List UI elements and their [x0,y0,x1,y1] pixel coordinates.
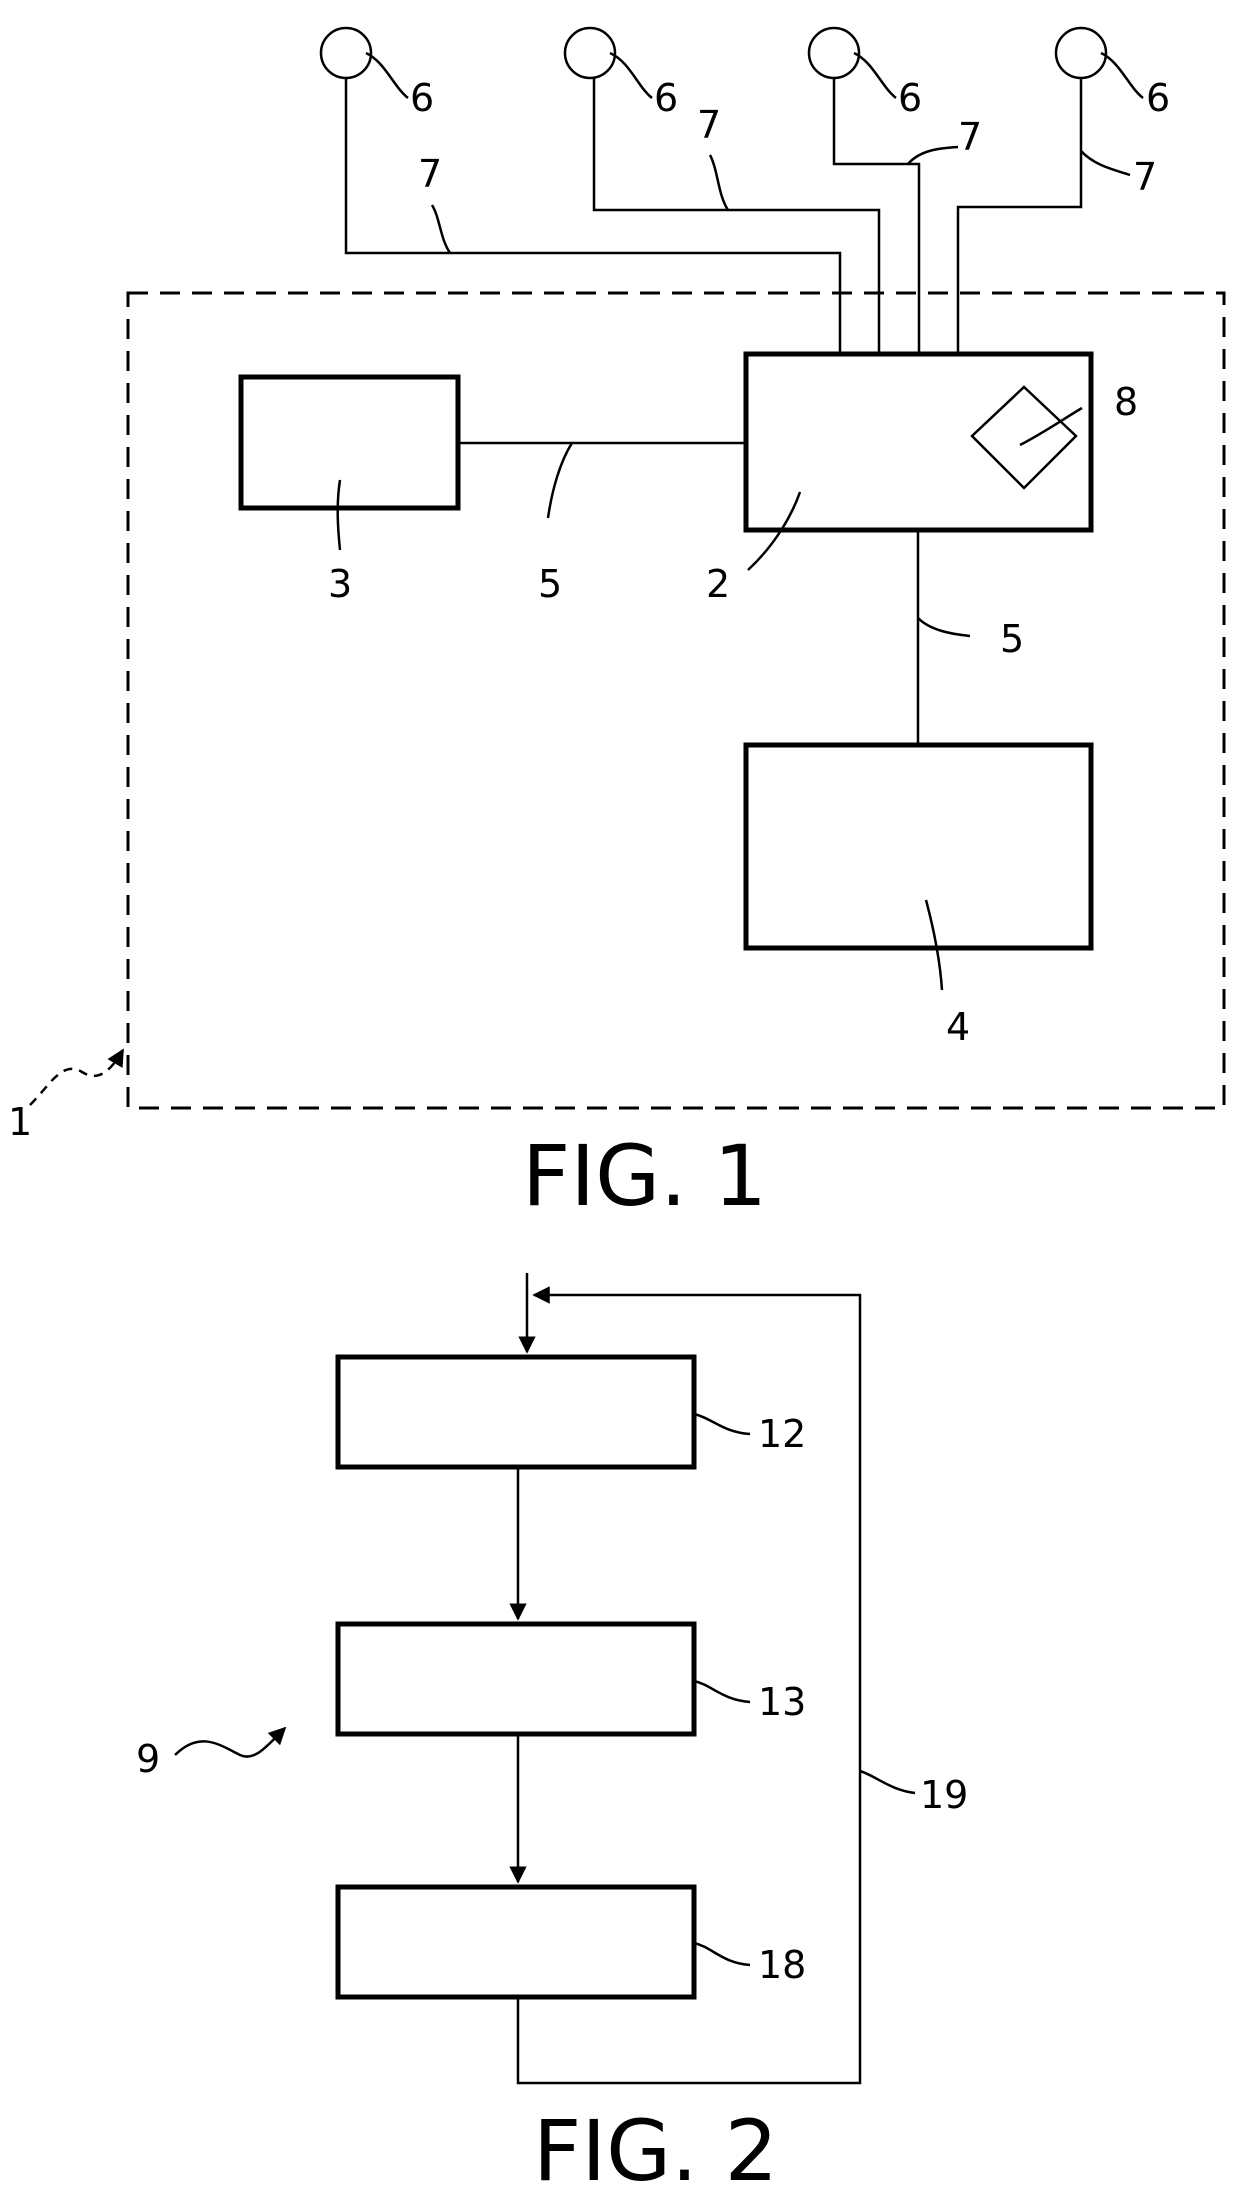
ref-7: 7 [1133,155,1157,199]
leader [694,1681,750,1702]
figure-2-title: FIG. 2 [533,2102,778,2196]
system-boundary [128,293,1224,1108]
leader [926,900,942,990]
feedback-loop [518,1295,860,2083]
ref-2: 2 [706,562,730,606]
leader [548,443,572,518]
method-pointer [175,1728,285,1757]
leader [694,1943,750,1965]
leader [694,1414,750,1434]
ref-12: 12 [758,1412,806,1456]
leader [1081,151,1130,175]
leader [918,618,970,636]
ref-6: 6 [410,76,434,120]
unit-2-box [746,354,1091,530]
ref-4: 4 [946,1005,970,1049]
ref-7: 7 [958,115,982,159]
ref-6: 6 [1146,76,1170,120]
figure-2: 12 13 18 19 9 FIG. 2 [136,1273,968,2196]
ref-5: 5 [538,562,562,606]
ref-13: 13 [758,1680,806,1724]
step-18-box [338,1887,694,1997]
leader [710,155,728,210]
ref-5: 5 [1000,617,1024,661]
ref-7: 7 [697,103,721,147]
ref-19: 19 [920,1773,968,1817]
ref-7: 7 [418,152,442,196]
sensor-circle [1056,28,1106,78]
step-13-box [338,1624,694,1734]
wire [594,78,879,353]
leader [860,1771,915,1793]
figure-1-title: FIG. 1 [522,1127,767,1225]
ref-1: 1 [8,1100,32,1144]
leader [1101,53,1143,98]
ref-18: 18 [758,1943,806,1987]
ref-8: 8 [1114,380,1138,424]
leader [854,53,896,98]
sensor-circle [321,28,371,78]
leader [366,53,408,98]
ref-6: 6 [654,76,678,120]
step-12-box [338,1357,694,1467]
unit-4-box [746,745,1091,948]
sensor-circle [565,28,615,78]
element-8-diamond [972,387,1076,488]
ref-9: 9 [136,1737,160,1781]
leader [432,205,450,253]
figure-1: 6 6 6 6 7 7 7 7 8 3 5 2 5 4 1 FIG. 1 [8,28,1224,1225]
leader [610,53,652,98]
leader [338,480,340,550]
ref-3: 3 [328,562,352,606]
leader [908,147,958,164]
unit-3-box [241,377,458,508]
ref-6: 6 [898,76,922,120]
sensor-circle [809,28,859,78]
system-pointer [30,1050,123,1105]
